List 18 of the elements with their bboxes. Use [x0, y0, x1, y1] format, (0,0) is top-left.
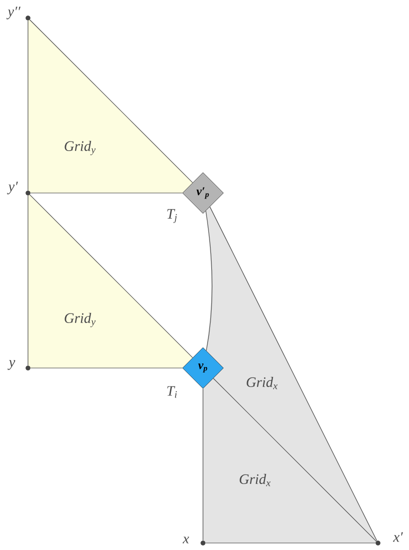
region-label: Grid$_{y}$: [64, 140, 96, 156]
region-label: Grid$_{x}$: [240, 474, 270, 486]
point-label: y′′: [6, 6, 21, 20]
point-label: T$_{j}$: [167, 209, 177, 223]
node-label: v$_{p}$: [198, 364, 208, 373]
point-label: x: [182, 536, 190, 544]
region-label: Grid$_{x}$: [246, 376, 278, 390]
line: [206, 210, 212, 351]
point-label: y: [8, 360, 16, 370]
node-label: v′$_{p}$: [196, 187, 209, 199]
line: [213, 378, 376, 542]
line: [205, 542, 376, 544]
point-label: T$_{i}$: [167, 386, 177, 398]
line: [30, 192, 183, 194]
point-label: x′: [393, 532, 403, 542]
region-label: Grid$_{y}$: [64, 312, 96, 328]
line: [202, 388, 204, 541]
point-label: y′: [7, 182, 18, 194]
